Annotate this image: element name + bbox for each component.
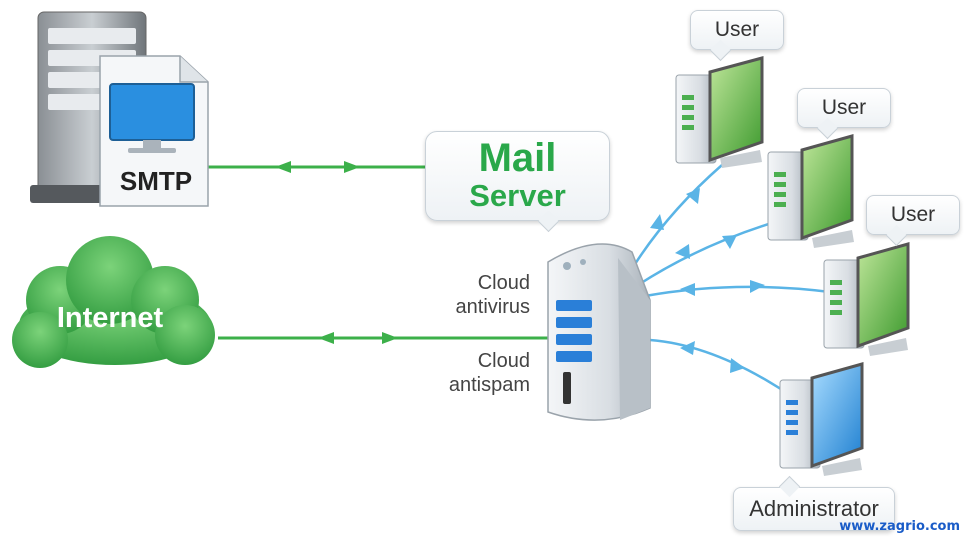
mail-server-tower-icon	[547, 243, 651, 421]
user-callout-1: User	[690, 10, 784, 50]
internet-link	[218, 332, 555, 344]
monitor-icon	[767, 134, 854, 248]
mail-server-title: Mail	[478, 136, 557, 180]
user-links	[628, 164, 831, 397]
administrator-callout: Administrator	[733, 487, 895, 531]
monitor-icon	[675, 56, 764, 168]
internet-label: Internet	[56, 302, 164, 334]
smtp-label: SMTP	[119, 166, 193, 196]
cloud-icon	[12, 236, 215, 368]
user-callout-3: User	[866, 195, 960, 235]
user-callout-2: User	[797, 88, 891, 128]
mail-server-callout: Mail Server	[425, 131, 610, 221]
smtp-link	[208, 161, 425, 173]
admin-monitor-icon	[779, 362, 864, 476]
watermark-text: www.zagrio.com	[839, 519, 960, 534]
cloud-antivirus-label: Cloud antivirus	[455, 272, 530, 318]
monitor-icon	[823, 242, 910, 356]
document-icon	[99, 55, 209, 207]
user-link-arrows	[650, 188, 765, 373]
mail-server-subtitle: Server	[469, 178, 566, 213]
cloud-antispam-label: Cloud antispam	[448, 350, 530, 396]
